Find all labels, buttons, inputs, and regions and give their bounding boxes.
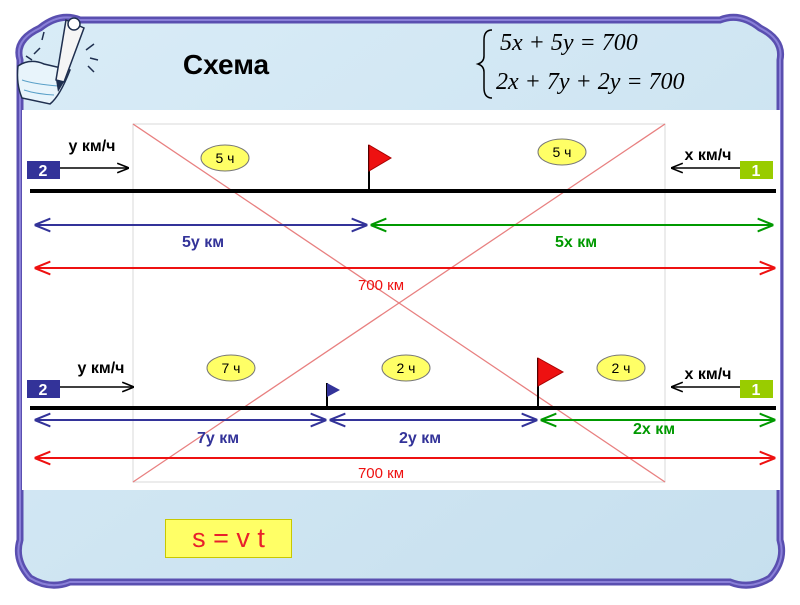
total-distance-label: 700 км (358, 465, 404, 482)
time-right-label: 5 ч (553, 144, 572, 160)
time-badge-left (200, 144, 250, 172)
speed-label-1: х км/ч (685, 147, 732, 164)
car-2-label: 2 (39, 382, 48, 399)
scene-1: у км/ч 2 х км/ч 1 5 ч 5 ч 5у км 5х км 70… (27, 138, 776, 294)
equation-2: 2x + 7y + 2y = 700 (496, 69, 685, 95)
stop-flag-icon (327, 383, 340, 397)
speed-label-2: у км/ч (69, 138, 116, 155)
meeting-flag-icon (368, 144, 392, 172)
speed-label-1: х км/ч (685, 366, 732, 383)
car-1-marker (740, 161, 773, 179)
meeting-flag-icon (537, 357, 565, 387)
distance-5x-label: 5х км (555, 234, 597, 251)
car-2-marker (27, 161, 60, 179)
car-2-marker (27, 380, 60, 398)
equation-1: 5x + 5y = 700 (500, 30, 638, 56)
car-2-label: 2 (39, 163, 48, 180)
distance-7y-label: 7у км (197, 430, 239, 447)
distance-2y-label: 2у км (399, 430, 441, 447)
car-1-marker (740, 380, 773, 398)
time-badge-a (206, 354, 256, 382)
time-a-label: 7 ч (222, 360, 241, 376)
time-badge-b (381, 354, 431, 382)
scene-2: у км/ч 2 х км/ч 1 7 ч 2 ч 2 ч 7у км 2у к… (27, 354, 776, 482)
time-left-label: 5 ч (216, 150, 235, 166)
formula-box: s = v t (165, 519, 292, 558)
car-1-label: 1 (752, 163, 761, 180)
speed-label-2: у км/ч (78, 360, 125, 377)
notebook-pencil-icon (16, 17, 99, 105)
slide-title: Схема (183, 49, 270, 80)
time-c-label: 2 ч (612, 360, 631, 376)
total-distance-label: 700 км (358, 277, 404, 294)
time-badge-c (596, 354, 646, 382)
equation-system: 5x + 5y = 700 2x + 7y + 2y = 700 (475, 29, 685, 99)
distance-5y-label: 5у км (182, 234, 224, 251)
time-badge-right (537, 138, 587, 166)
distance-2x-label: 2х км (633, 421, 675, 438)
time-b-label: 2 ч (397, 360, 416, 376)
car-1-label: 1 (752, 382, 761, 399)
